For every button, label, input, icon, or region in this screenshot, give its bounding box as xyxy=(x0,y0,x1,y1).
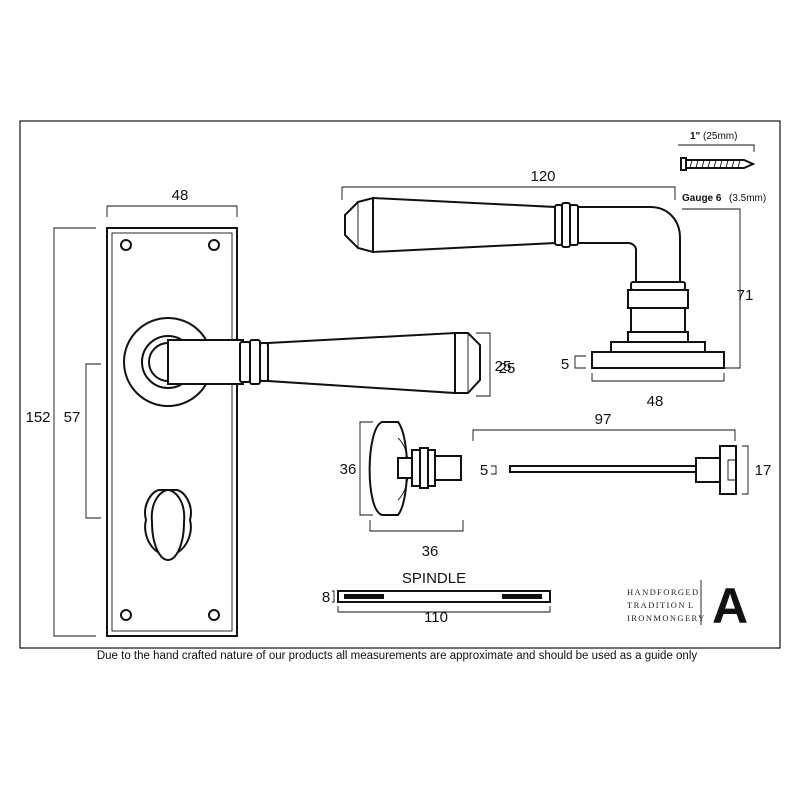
rose-base xyxy=(591,351,725,369)
screw-length: 1" xyxy=(690,131,701,142)
release-coupler xyxy=(695,457,721,483)
lever-neck xyxy=(630,281,686,291)
spindle-bar xyxy=(337,590,551,603)
centres-label: 57 xyxy=(64,409,81,426)
turn-spindle xyxy=(434,455,462,481)
release-height-label: 17 xyxy=(755,462,772,479)
backplate-height-label: 152 xyxy=(25,409,50,426)
turn-knob-profile xyxy=(368,421,408,516)
lever-end-cap xyxy=(344,196,374,254)
rose-top xyxy=(610,341,706,353)
release-spindle: 97 5 17 xyxy=(472,411,772,495)
thumbturn-knob xyxy=(150,488,186,562)
backplate-width-label: 48 xyxy=(172,187,189,204)
screw-gauge-mm: (3.5mm) xyxy=(729,193,766,204)
release-rod xyxy=(509,465,697,473)
lever-side-view: 120 71 5 48 xyxy=(341,168,754,410)
brand-line-2: TRADITION xyxy=(627,600,686,610)
lever-neck xyxy=(630,307,686,333)
brand-block: HANDFORGED TRADITION L IRONMONGERY A xyxy=(627,578,748,634)
footnote: Due to the hand crafted nature of our pr… xyxy=(97,650,698,662)
lever-collar xyxy=(569,204,579,246)
turn-width-label: 36 xyxy=(422,543,439,560)
screw-hole xyxy=(208,239,220,251)
spindle-length-label: 110 xyxy=(424,609,448,626)
lever-elbow xyxy=(577,206,681,283)
lever-handle xyxy=(372,196,556,254)
spindle-groove xyxy=(344,594,384,599)
lever-neck xyxy=(627,331,689,343)
backplate xyxy=(106,227,238,637)
screw-length-mm: (25mm) xyxy=(703,131,737,142)
lever-collar xyxy=(239,341,251,383)
turn-height-label: 36 xyxy=(340,461,357,478)
brand-logo: A xyxy=(712,578,748,634)
backplate-front-view xyxy=(106,227,481,637)
fixing-screw: 1" (25mm) Gauge 6 (3.5mm) xyxy=(678,131,766,204)
brand-line-3: IRONMONGERY xyxy=(627,613,706,623)
rose-width-label: 48 xyxy=(647,393,664,410)
brand-line-1: HANDFORGED xyxy=(627,587,700,597)
lever-collar xyxy=(561,202,571,248)
lever-height-label: 71 xyxy=(737,287,754,304)
lever-neck xyxy=(627,289,689,309)
lever-end-cap xyxy=(454,332,481,394)
spindle-groove xyxy=(502,594,542,599)
lever-projection-label: 25 xyxy=(495,358,512,375)
backplate-dimensions: 48 152 57 25 25 xyxy=(25,187,516,637)
spindle-label: SPINDLE xyxy=(402,570,466,587)
rose-thickness-label: 5 xyxy=(561,356,569,373)
turn-stem xyxy=(397,457,413,479)
lever-collar xyxy=(554,204,563,246)
drawing-frame xyxy=(19,120,781,649)
turn-collar xyxy=(411,449,421,487)
release-length-label: 97 xyxy=(595,411,612,428)
spindle-size-label: 8 xyxy=(322,589,330,606)
turn-collar xyxy=(427,449,436,487)
screw-hole xyxy=(120,609,132,621)
screw-hole xyxy=(120,239,132,251)
thumbturn-side-view: 36 36 xyxy=(340,421,464,560)
lever-projection-label: 25 xyxy=(499,360,516,377)
turn-collar xyxy=(419,447,429,489)
release-thickness-label: 5 xyxy=(480,462,488,479)
screw-gauge: Gauge 6 xyxy=(682,193,722,204)
lever-length-label: 120 xyxy=(530,168,555,185)
lever-handle xyxy=(267,331,456,395)
lever-collar xyxy=(249,339,261,385)
brand-line-2-suffix: L xyxy=(688,600,695,610)
backplate-inner-edge xyxy=(111,232,233,632)
lever-collar xyxy=(259,342,269,382)
spindle: SPINDLE 8 110 xyxy=(322,570,551,626)
screw-hole xyxy=(208,609,220,621)
lever-neck xyxy=(167,339,244,385)
